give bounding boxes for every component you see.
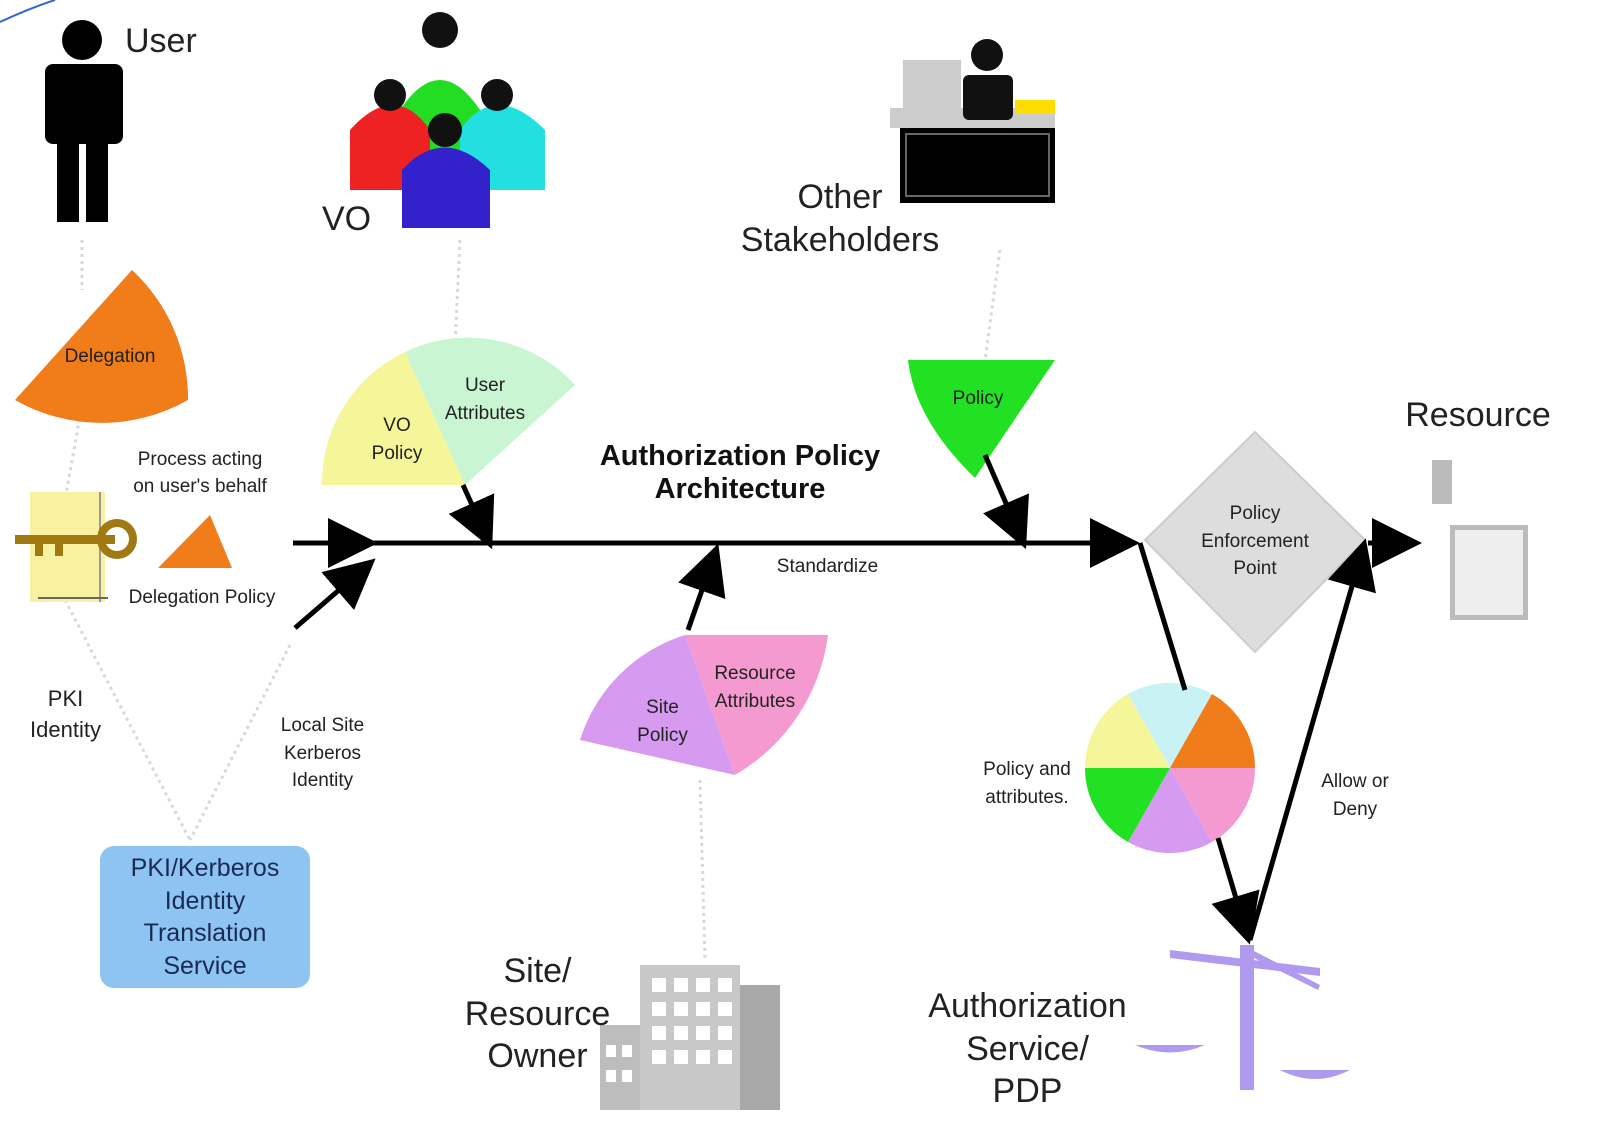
- diagram-title: Authorization Policy Architecture: [599, 440, 881, 506]
- delegation-policy-label: Delegation Policy: [128, 587, 276, 608]
- scales-icon: [1135, 945, 1350, 1090]
- other-stakeholders-label: Other Stakeholders: [740, 178, 940, 259]
- pki-identity-label: PKI Identity: [30, 686, 101, 742]
- vo-group-icon: [350, 12, 545, 228]
- site-policy-label: Site Policy: [637, 697, 688, 746]
- site-owner-label: Site/ Resource Owner: [464, 952, 611, 1075]
- resource-icon: [1432, 460, 1528, 620]
- delegation-policy-arrow: [293, 558, 376, 630]
- user-attributes-label: User Attributes: [444, 375, 526, 424]
- pep-label: Policy Enforcement Point: [1201, 503, 1309, 580]
- corner-arc: [0, 0, 56, 23]
- user-icon: [45, 20, 123, 222]
- vo-label: VO: [322, 200, 372, 238]
- flow-arrows: [293, 454, 1422, 945]
- delegation-wedge: [15, 270, 189, 423]
- site-arrow: [678, 543, 726, 631]
- pdp-request-arrow: [1211, 837, 1260, 945]
- translation-service-box: PKI/Kerberos Identity Translation Servic…: [100, 846, 310, 988]
- delegation-label: Delegation: [64, 346, 156, 367]
- building-icon: [600, 965, 780, 1110]
- policy-attributes-pie: [1085, 682, 1255, 854]
- vo-user-attributes-wedge: [321, 337, 575, 485]
- process-acting-label: Process acting on user's behalf: [133, 449, 267, 497]
- policy-label: Policy: [952, 388, 1004, 409]
- local-site-kerberos-label: Local Site Kerberos Identity: [280, 715, 365, 792]
- stakeholders-desk-icon: [890, 39, 1055, 203]
- pep-diamond: [1143, 430, 1367, 654]
- small-delegation-wedge: [158, 515, 232, 568]
- user-label: User: [125, 22, 197, 60]
- key-icon: [15, 492, 137, 602]
- allow-deny-arrow: [1247, 538, 1376, 941]
- stakeholder-arrow: [982, 454, 1029, 550]
- site-resource-attributes-wedge: [580, 635, 828, 775]
- stakeholder-policy-wedge: [908, 360, 1055, 478]
- vo-arrow: [448, 483, 495, 550]
- pdp-request-line: [1137, 542, 1188, 691]
- policy-and-attributes-label: Policy and attributes.: [983, 759, 1071, 808]
- authz-service-label: Authorization Service/ PDP: [928, 987, 1127, 1110]
- vo-policy-label: VO Policy: [371, 415, 423, 464]
- translation-service-label: PKI/Kerberos Identity Translation Servic…: [130, 854, 280, 980]
- standardize-label: Standardize: [776, 556, 879, 577]
- resource-label: Resource: [1405, 396, 1551, 434]
- allow-or-deny-label: Allow or Deny: [1321, 771, 1389, 820]
- resource-attributes-label: Resource Attributes: [714, 663, 796, 712]
